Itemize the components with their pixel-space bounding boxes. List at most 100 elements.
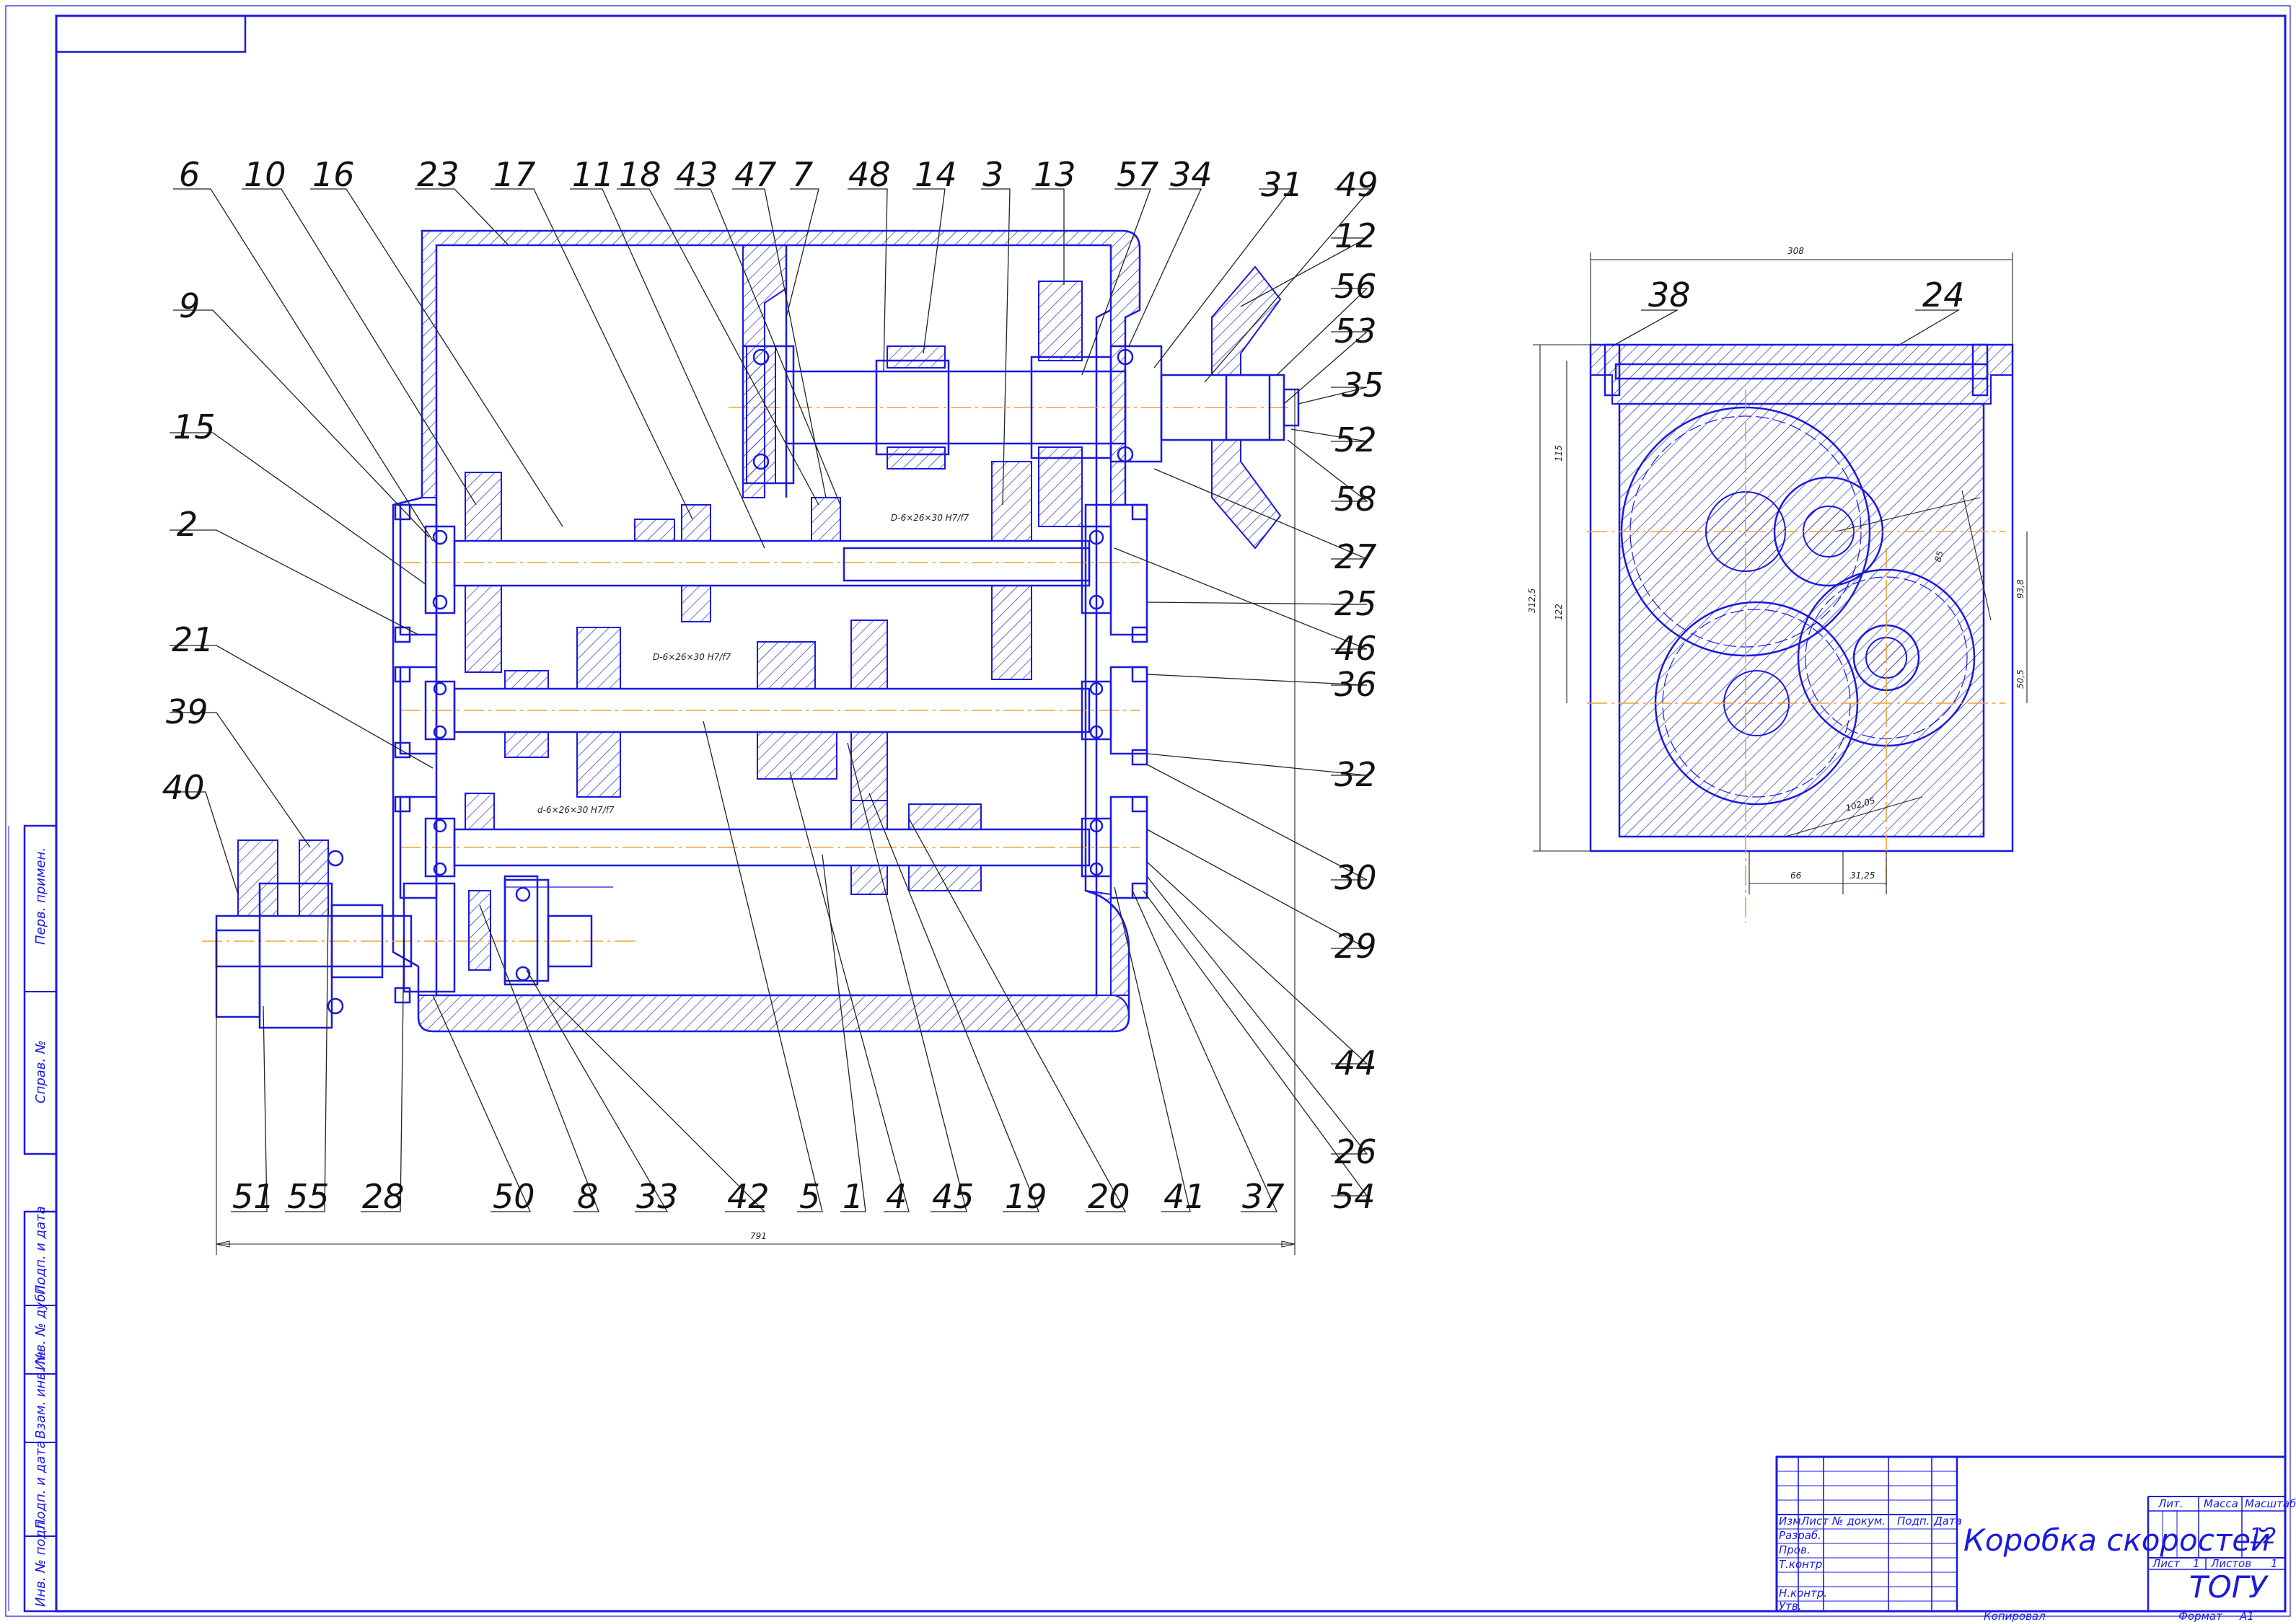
spline-spec-1: D-6×26×30 H7/f7 (891, 513, 969, 523)
callout-54: 54 (1333, 1177, 1376, 1216)
callout-20: 20 (1088, 1177, 1130, 1216)
stamp-podp-data-1: Подп. и дата (33, 1206, 48, 1295)
callout-16: 16 (312, 155, 355, 194)
callout-numbers-side: 38 24 (1648, 276, 1965, 314)
side-h2-dim: 122 (1554, 604, 1564, 620)
drawing-title: Коробка скоростей (1963, 1522, 2270, 1558)
stamp-perv-primen: Перв. примен. (33, 847, 48, 945)
callout-36: 36 (1334, 665, 1377, 704)
side-b2-dim: 31,25 (1850, 870, 1875, 881)
callout-24: 24 (1922, 276, 1965, 314)
callout-11: 11 (572, 155, 615, 194)
callout-23: 23 (417, 155, 459, 194)
callout-4: 4 (886, 1177, 907, 1216)
side-stamp-column: Перв. примен. Справ. № Подп. и дата Инв.… (8, 824, 58, 1613)
callout-46: 46 (1334, 629, 1377, 668)
tb-row-tkontr: Т.контр. (1779, 1558, 1826, 1571)
callout-52: 52 (1334, 420, 1377, 459)
side-width-dim: 308 (1787, 246, 1804, 256)
side-height-dim: 312,5 (1527, 589, 1537, 613)
tb-massa: Масса (2204, 1497, 2238, 1510)
spline-spec-3: d-6×26×30 H7/f7 (537, 805, 615, 815)
callout-29: 29 (1334, 927, 1377, 966)
callout-26: 26 (1334, 1132, 1377, 1171)
title-block: Изм Лист № докум. Подп. Дата Разраб. Про… (1775, 1455, 2296, 1622)
tb-organization: ТОГУ (2189, 1569, 2269, 1605)
callout-8: 8 (577, 1177, 598, 1216)
callout-19: 19 (1005, 1177, 1047, 1216)
tb-row-nkontr: Н.контр. (1779, 1587, 1827, 1600)
side-section-view: 308 312,5 115 122 93,8 50,5 85 102,05 66… (1527, 246, 2028, 923)
tb-sheets: 1 (2271, 1557, 2278, 1570)
side-h1-dim: 115 (1554, 445, 1564, 462)
callout-10: 10 (244, 155, 286, 194)
side-b1-dim: 66 (1790, 870, 1802, 881)
sheet-frame (5, 5, 2291, 1617)
overall-length-dim: 791 (750, 1231, 767, 1241)
callout-41: 41 (1164, 1177, 1206, 1216)
tb-col-list: Лист (1800, 1515, 1829, 1528)
callout-7: 7 (792, 155, 813, 194)
callout-42: 42 (727, 1177, 770, 1216)
tb-masshtab: Масштаб (2245, 1497, 2296, 1510)
tb-format-label: Формат (2178, 1610, 2223, 1622)
callout-25: 25 (1334, 584, 1377, 623)
callout-50: 50 (493, 1177, 535, 1216)
callout-1: 1 (843, 1177, 863, 1216)
callout-2: 2 (177, 505, 198, 544)
tb-sheet: 1 (2193, 1557, 2200, 1570)
callout-15: 15 (173, 407, 216, 446)
callout-5: 5 (799, 1177, 820, 1216)
callout-58: 58 (1334, 480, 1377, 519)
callout-numbers-top: 6 10 16 23 17 11 18 43 47 7 48 14 3 13 5… (179, 155, 1378, 204)
callout-33: 33 (636, 1177, 679, 1216)
spline-spec-2: D-6×26×30 H7/f7 (653, 652, 731, 662)
tb-row-utv: Утв. (1779, 1600, 1802, 1613)
callout-44: 44 (1334, 1044, 1377, 1083)
callout-39: 39 (166, 692, 208, 731)
callout-21: 21 (172, 620, 214, 659)
callout-6: 6 (179, 155, 200, 194)
tb-col-podp: Подп. (1897, 1515, 1930, 1528)
callout-40: 40 (162, 768, 205, 807)
stamp-vzam-inv: Взам. инв. № (33, 1351, 48, 1439)
callout-43: 43 (676, 155, 718, 194)
tb-copied: Копировал (1984, 1610, 2046, 1622)
tb-col-data: Дата (1933, 1515, 1962, 1528)
tb-mass-value: 12 (2249, 1524, 2277, 1549)
callout-17: 17 (493, 155, 536, 194)
callout-30: 30 (1334, 858, 1377, 897)
callout-18: 18 (619, 155, 661, 194)
callout-3: 3 (982, 155, 1003, 194)
callout-numbers-left: 9 15 2 21 39 40 (162, 286, 216, 807)
main-section-view: D-6×26×30 H7/f7 D-6×26×30 H7/f7 d-6×26×3… (202, 229, 1300, 1255)
tb-lit: Лит. (2158, 1497, 2183, 1510)
tb-format-value: А1 (2239, 1610, 2254, 1622)
tb-listov-label: Листов (2210, 1557, 2251, 1570)
callout-53: 53 (1334, 312, 1377, 351)
callout-12: 12 (1334, 216, 1377, 255)
callout-leaders (162, 188, 1961, 1212)
callout-13: 13 (1034, 155, 1076, 194)
stamp-inv-dubl: Инв. № дубл. (33, 1282, 48, 1370)
callout-9: 9 (179, 286, 200, 325)
callout-47: 47 (734, 155, 777, 194)
callout-37: 37 (1242, 1177, 1285, 1216)
callout-31: 31 (1261, 165, 1303, 204)
callout-27: 27 (1334, 537, 1377, 576)
callout-14: 14 (915, 155, 957, 194)
stamp-sprav-no: Справ. № (33, 1040, 48, 1103)
callout-numbers-right: 12 56 53 35 52 58 27 25 46 36 32 30 29 4… (1334, 216, 1384, 1171)
callout-51: 51 (232, 1177, 275, 1216)
tb-row-razrab: Разраб. (1779, 1529, 1821, 1542)
side-r-dim: 85 (1932, 550, 1945, 563)
tb-row-prov: Пров. (1779, 1543, 1811, 1556)
callout-45: 45 (932, 1177, 975, 1216)
callout-numbers-bottom: 51 55 28 50 8 33 42 5 1 4 45 19 20 41 37… (232, 1177, 1376, 1216)
tb-col-dokum: № докум. (1831, 1515, 1886, 1528)
callout-57: 57 (1117, 155, 1159, 194)
callout-32: 32 (1334, 755, 1377, 794)
side-d2-dim: 50,5 (2015, 669, 2026, 689)
callout-35: 35 (1342, 366, 1384, 405)
